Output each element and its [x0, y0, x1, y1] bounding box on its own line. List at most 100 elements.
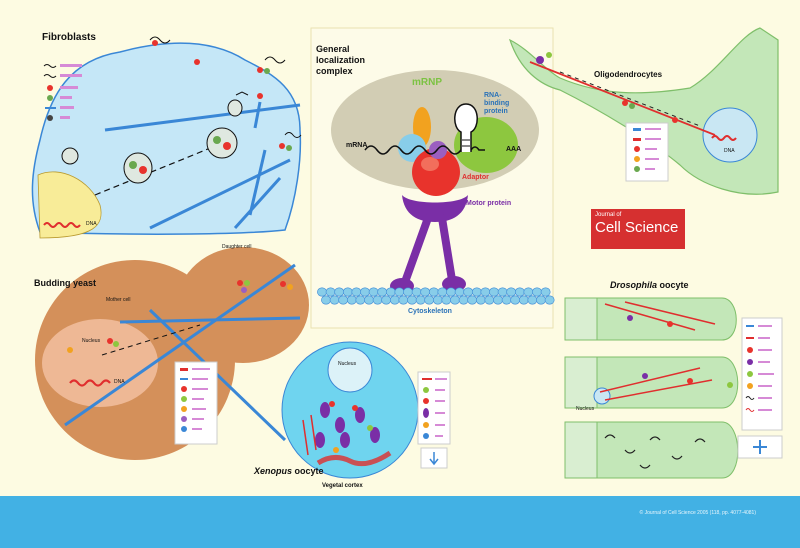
xenopus-title-rest: oocyte — [292, 466, 324, 476]
cytoskeleton-bead — [394, 287, 405, 297]
fibroblast-granule-3 — [61, 147, 79, 165]
fibroblast-granule-1 — [123, 152, 153, 184]
oligo-microtubule — [529, 61, 716, 136]
mrna-strand — [364, 145, 485, 155]
cytoskeleton-bead — [385, 287, 396, 297]
fibroblasts-dna-label: DNA — [86, 221, 97, 227]
cytoskeleton-bead — [415, 295, 426, 305]
yeast-dna-label: DNA — [114, 379, 125, 385]
xenopus-legend — [417, 371, 451, 469]
cytoskeleton-bead — [527, 295, 538, 305]
cytoskeleton-bead — [424, 295, 435, 305]
general-title-line1: General — [316, 44, 350, 54]
yeast-panel — [35, 247, 309, 460]
cytoskeleton-bead — [338, 295, 349, 305]
fibroblasts-title: Fibroblasts — [42, 32, 96, 43]
xenopus-nucleus-label: Nucleus — [338, 361, 357, 367]
oligo-legend — [625, 122, 669, 182]
footer-band: © Journal of Cell Science 2005 (118, pp.… — [0, 496, 800, 548]
footer-copyright: © Journal of Cell Science 2005 (118, pp.… — [639, 510, 756, 516]
cytoskeleton-bead — [497, 287, 508, 297]
cytoskeleton-bead — [458, 295, 469, 305]
oligodendrocyte-nucleus — [702, 107, 758, 163]
fibroblast-granule-4 — [227, 99, 243, 117]
drosophila-title-rest: oocyte — [657, 280, 689, 290]
mrnp-label: mRNP — [412, 77, 443, 88]
cytoskeleton-bead — [506, 287, 517, 297]
cytoskeleton-bead — [437, 287, 448, 297]
cytoskeleton-bead — [450, 295, 460, 305]
rbp-label-line2: binding — [484, 100, 510, 107]
cytoskeleton-bead — [403, 287, 413, 297]
drosophila-title: Drosophila oocyte — [610, 280, 689, 290]
mother-cell-label: Mother cell — [106, 297, 131, 303]
cytoskeleton-bead — [355, 295, 366, 305]
drosophila-egg-chamber-2 — [564, 356, 739, 409]
cytoskeleton-bead — [510, 295, 521, 305]
journal-logo-name: Cell Science — [595, 219, 679, 236]
rbp-label-line3: protein — [484, 108, 508, 115]
yeast-legend — [174, 361, 218, 445]
oligodendrocytes-title: Oligodendrocytes — [594, 70, 663, 79]
cytoskeleton-bead — [364, 295, 374, 305]
cytoskeleton-bead — [329, 295, 340, 305]
fibroblast-microtubules — [104, 101, 301, 230]
cytoskeleton-bead — [321, 295, 331, 305]
cytoskeleton-bead — [381, 295, 392, 305]
general-title-line3: complex — [316, 66, 353, 76]
cytoskeleton-bead — [471, 287, 482, 297]
xenopus-title: Xenopus oocyte — [254, 466, 324, 476]
cytoskeleton-bead — [463, 287, 474, 297]
vegetal-cortex-label: Vegetal cortex — [322, 483, 363, 489]
cytoskeleton-bead — [407, 295, 417, 305]
xenopus-title-italic: Xenopus — [254, 466, 293, 476]
cytoskeleton-label: Cytoskeleton — [408, 308, 452, 315]
cytoskeleton-bead — [532, 287, 542, 297]
cytoskeleton-bead — [325, 287, 336, 297]
light-blue-protein — [398, 134, 426, 162]
yeast-nucleus-label: Nucleus — [82, 338, 101, 344]
cytoskeleton-bead — [544, 295, 555, 305]
cytoskeleton-bead — [493, 295, 503, 305]
cytoskeleton-bead — [441, 295, 452, 305]
general-title-line2: localization — [316, 55, 366, 65]
xenopus-nucleus — [327, 347, 373, 393]
stem-loop — [454, 103, 478, 152]
cytoskeleton-bead — [518, 295, 529, 305]
oligodendrocyte-panel — [508, 27, 779, 195]
drosophila-legend — [737, 317, 783, 459]
drosophila-egg-chamber-3 — [564, 421, 739, 479]
cytoskeleton-bead — [536, 295, 546, 305]
cytoskeleton-bead — [428, 287, 439, 297]
cytoskeleton-bead — [432, 295, 443, 305]
drosophila-panel — [564, 297, 783, 479]
oligodendrocytes-dna-label: DNA — [724, 148, 735, 154]
general-panel — [310, 27, 555, 329]
motor-protein-label: Motor protein — [466, 200, 512, 207]
drosophila-egg-chamber-1 — [564, 297, 737, 341]
cytoskeleton-bead — [540, 287, 551, 297]
fibroblast-complexes — [149, 36, 302, 151]
journal-logo: Journal of Cell Science — [591, 209, 685, 249]
mrna-label: mRNA — [346, 142, 368, 149]
cytoskeleton-bead — [360, 287, 370, 297]
fibroblast-dna — [43, 222, 81, 228]
drosophila-nucleus-label: Nucleus — [576, 406, 595, 412]
cytoskeleton-bead — [514, 287, 525, 297]
cytoskeleton-bead — [475, 295, 486, 305]
budding-yeast-title: Budding yeast — [34, 278, 97, 288]
cytoskeleton-filament — [317, 287, 555, 305]
motor-leg-left — [401, 214, 432, 286]
yeast-dna — [69, 379, 111, 387]
rbp-label-line1: RNA- — [484, 92, 502, 99]
fibroblast-legend — [43, 64, 82, 121]
cytoskeleton-bead — [454, 287, 465, 297]
adaptor-label: Adaptor — [462, 174, 489, 181]
cytoskeleton-bead — [420, 287, 431, 297]
cytoskeleton-bead — [389, 295, 400, 305]
cytoskeleton-bead — [372, 295, 383, 305]
cytoskeleton-bead — [368, 287, 379, 297]
cytoskeleton-bead — [377, 287, 388, 297]
motor-leg-right — [438, 214, 456, 284]
